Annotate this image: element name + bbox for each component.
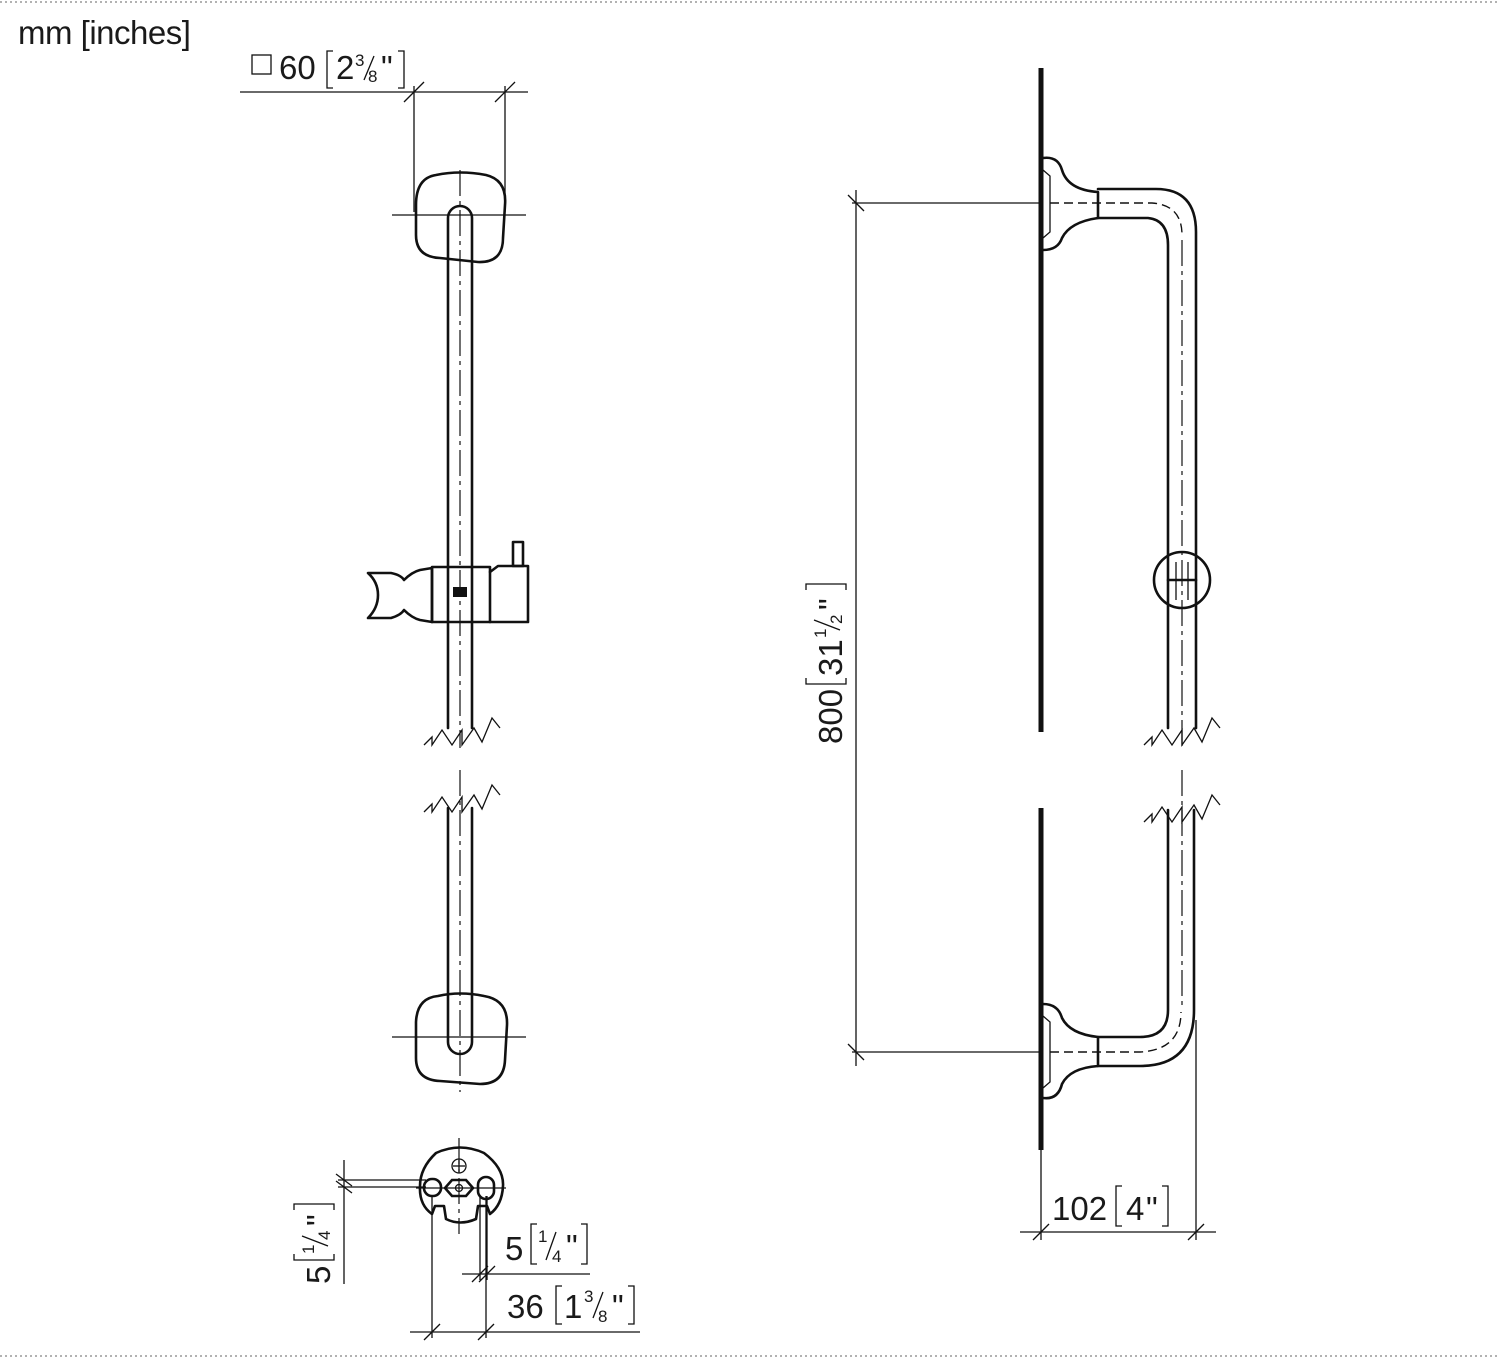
top-mount-socket (1042, 169, 1051, 239)
top-wall-mount-side (1041, 156, 1100, 252)
dim-mount-bracket-left (555, 1285, 562, 1325)
dim-bar-length: 800 31 1 2 " (805, 190, 1040, 1066)
top-elbow-outer (1096, 187, 1198, 730)
holder-side-ring (1152, 550, 1212, 610)
dim-length-bracket-right (805, 583, 847, 590)
dim-slot-v-tick-top (335, 1173, 353, 1187)
holder-grip (366, 566, 434, 624)
dim-flange-tick-right (494, 81, 516, 103)
dim-mount-inch-den: 8 (598, 1307, 607, 1326)
front-view (366, 170, 530, 1092)
dim-flange-tick-left (403, 81, 425, 103)
dim-mount-inch-whole: 1 (564, 1288, 582, 1325)
dim-slot-v-bracket-left (293, 1254, 335, 1261)
dim-slot-v-inch-num: 1 (299, 1245, 318, 1254)
bottom-mount-socket (1042, 1015, 1051, 1089)
side-break-mark-lower (1143, 793, 1221, 825)
dim-flange-inch-mark: " (381, 49, 393, 86)
dim-slot-h-inch-num: 1 (538, 1227, 547, 1246)
dim-proj-mm: 102 (1052, 1190, 1107, 1227)
dim-flange-square: 60 2 3 8 " (240, 49, 528, 212)
dim-slot-h-bracket-left (530, 1223, 537, 1265)
dim-slot-v-tick-bottom (335, 1180, 353, 1194)
dim-flange-bracket-left (326, 50, 333, 89)
units-label: mm [inches] (18, 14, 191, 51)
dim-length-inch-num: 1 (811, 629, 830, 638)
dim-proj-inch-whole: 4 (1126, 1190, 1144, 1227)
bottom-elbow-hidden (1050, 1011, 1182, 1053)
holder-release-button (453, 587, 467, 597)
dim-flange-mm: 60 (279, 49, 316, 86)
slider-holder (366, 540, 530, 624)
dim-flange-inch-den: 8 (368, 67, 377, 86)
dim-slot-h-tick-left (471, 1265, 489, 1283)
dim-flange-fraction-slash (363, 55, 375, 81)
top-elbow-inner (1096, 216, 1170, 730)
dim-length-inch-mark: " (812, 598, 849, 610)
dim-slot-h-tick-right (478, 1265, 496, 1283)
dim-length-tick-top (847, 194, 865, 212)
dim-mount-inch-mark: " (612, 1288, 624, 1325)
end-view-outline (418, 1146, 505, 1224)
dim-length-bracket-left (805, 678, 847, 685)
dim-slot-h-inch-mark: " (566, 1228, 578, 1265)
dim-slot-h-fraction-slash (545, 1231, 557, 1261)
bottom-elbow-outer (1096, 808, 1196, 1068)
dim-slot-vertical: 5 1 4 " (293, 1160, 426, 1284)
holder-clamp-body (430, 565, 492, 624)
dim-slot-h-bracket-right (581, 1223, 588, 1265)
dim-proj-tick-left (1032, 1223, 1050, 1241)
dim-proj-tick-right (1187, 1223, 1205, 1241)
dim-slot-h-mm: 5 (505, 1230, 523, 1267)
dim-slot-v-inch-mark: " (300, 1214, 337, 1226)
break-mark-upper (423, 716, 501, 748)
dim-mount-spacing: 36 1 3 8 " (410, 1196, 640, 1341)
bottom-wall-mount-side (1041, 1002, 1100, 1100)
dim-proj-bracket-right (1162, 1185, 1169, 1227)
holder-pin (511, 540, 525, 568)
dim-flange-bracket-right (398, 50, 405, 89)
holder-knob (488, 564, 530, 624)
dim-mount-tick-left (423, 1323, 441, 1341)
dim-length-tick-bottom (847, 1043, 865, 1061)
dim-mount-fraction-slash (592, 1291, 604, 1319)
dim-slot-v-fraction-slash (301, 1235, 329, 1247)
dim-mount-mm: 36 (507, 1288, 544, 1325)
dim-proj-bracket-left (1115, 1185, 1122, 1227)
dim-proj-inch-mark: " (1146, 1190, 1158, 1227)
dim-mount-inch-num: 3 (584, 1287, 593, 1306)
side-break-mark-upper (1143, 716, 1221, 748)
dim-length-fraction-slash (813, 619, 841, 631)
top-elbow-hidden (1050, 202, 1183, 236)
dim-slot-v-mm: 5 (300, 1266, 337, 1284)
dim-mount-tick-right (477, 1323, 495, 1341)
dim-wall-projection: 102 4 " (1020, 1020, 1216, 1241)
dim-slot-v-bracket-right (293, 1203, 335, 1210)
dim-mount-bracket-right (628, 1285, 635, 1325)
bottom-elbow-inner (1096, 808, 1170, 1039)
dim-length-mm: 800 (812, 689, 849, 744)
dim-slot-horizontal: 5 1 4 " (462, 1196, 590, 1283)
dim-flange-inch-whole: 2 (336, 49, 354, 86)
end-view (416, 1138, 506, 1234)
dim-slot-v-inch-den: 4 (315, 1231, 334, 1240)
break-mark-lower (423, 783, 501, 815)
square-symbol-icon (251, 54, 272, 75)
dim-slot-h-inch-den: 4 (552, 1247, 561, 1266)
dim-flange-inch-num: 3 (355, 51, 364, 70)
dim-length-inch-den: 2 (827, 615, 846, 624)
top-wall-flange (414, 171, 507, 264)
bottom-wall-flange (414, 992, 509, 1086)
side-view (1038, 68, 1221, 1150)
dim-length-inch-whole: 31 (812, 639, 849, 676)
